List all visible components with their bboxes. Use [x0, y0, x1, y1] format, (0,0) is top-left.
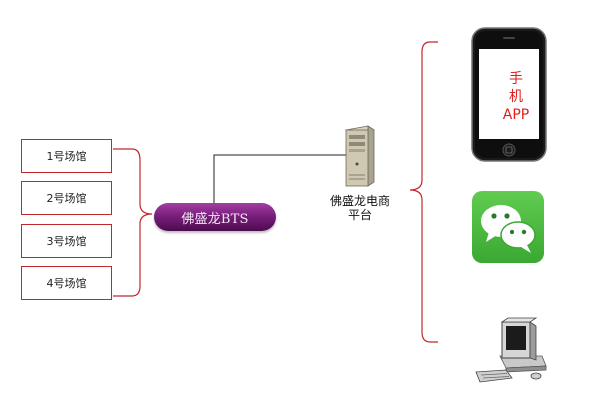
smartphone-icon: [471, 27, 547, 162]
venue-label-4: 4号场馆: [46, 277, 87, 290]
app-label-line1: 手: [509, 71, 523, 87]
venue-box-3: 3号场馆: [21, 224, 112, 258]
app-label-line3: APP: [502, 107, 530, 123]
platform-label: 佛盛龙电商 平台: [318, 194, 402, 222]
venue-label-3: 3号场馆: [46, 235, 87, 248]
bts-node: 佛盛龙BTS: [154, 203, 276, 231]
bts-label: 佛盛龙BTS: [181, 211, 249, 227]
wechat-icon: [472, 191, 544, 263]
venue-box-4: 4号场馆: [21, 266, 112, 300]
platform-label-line1: 佛盛龙电商: [329, 194, 390, 208]
bts-server-link: [213, 154, 346, 203]
app-label: 手 机 APP: [498, 70, 534, 124]
app-label-line2: 机: [509, 89, 523, 105]
venue-box-2: 2号场馆: [21, 181, 112, 215]
desktop-computer-icon: [475, 317, 547, 383]
venue-label-1: 1号场馆: [46, 150, 87, 163]
venue-box-1: 1号场馆: [21, 139, 112, 173]
platform-label-line2: 平台: [347, 208, 372, 222]
venue-label-2: 2号场馆: [46, 192, 87, 205]
venue-bracket: [113, 148, 153, 297]
server-icon: [344, 125, 376, 187]
client-bracket: [409, 41, 438, 343]
